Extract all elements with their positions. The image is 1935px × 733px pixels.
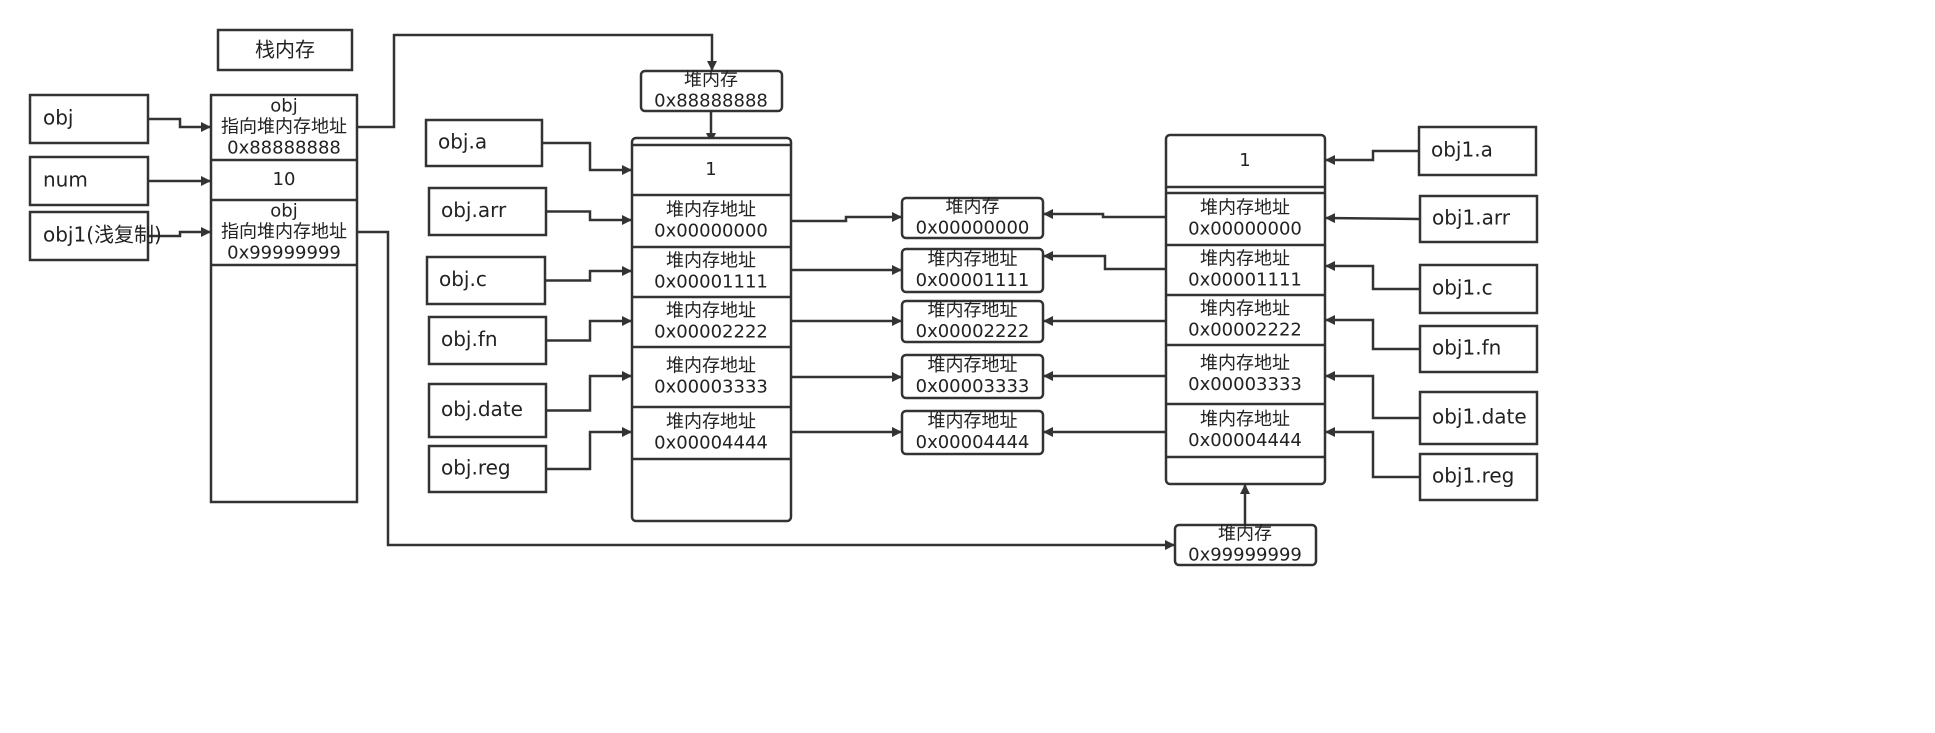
stack-row-text: 指向堆内存地址 <box>221 117 347 138</box>
obj1-prop-label: obj1.arr <box>1432 206 1511 230</box>
obj-prop-label: obj.reg <box>441 456 511 480</box>
heap-obj1-label: 0x99999999 <box>1188 545 1302 566</box>
heap-obj-cell: 0x00000000 <box>654 221 768 242</box>
shared-heap-text: 0x00003333 <box>916 376 1030 397</box>
stack-title: 栈内存 <box>255 38 315 62</box>
obj1-prop-label: obj1.a <box>1431 138 1493 162</box>
connector-arrow <box>1043 209 1166 219</box>
obj-prop-label: obj.fn <box>441 327 498 351</box>
heap-obj-label: 堆内存 <box>684 70 738 91</box>
obj-prop-box <box>424 118 544 168</box>
connector-arrow <box>148 117 211 132</box>
stack-row-text: 0x99999999 <box>227 243 341 264</box>
stack-var-box <box>28 210 150 262</box>
obj-prop-box <box>425 255 547 306</box>
connector-arrow <box>546 371 632 412</box>
connector-arrow <box>1325 261 1420 291</box>
stack-var-label: obj1(浅复制) <box>43 223 162 247</box>
heap-obj1-cell: 0x00000000 <box>1188 219 1302 240</box>
connector-arrow <box>357 230 1175 550</box>
shared-heap-text: 堆内存地址 <box>928 411 1018 432</box>
connector-arrow <box>546 316 632 342</box>
stack-row-text: 指向堆内存地址 <box>221 222 347 243</box>
obj-prop-label: obj.date <box>441 397 523 421</box>
obj1-prop-box <box>1418 324 1539 374</box>
obj-prop-box <box>427 444 548 494</box>
connector-arrow <box>1043 251 1166 271</box>
obj1-prop-box <box>1418 263 1539 315</box>
shared-heap-text: 堆内存地址 <box>928 355 1018 376</box>
stack-var-label: obj <box>43 106 74 130</box>
heap-obj-cell: 1 <box>705 159 716 180</box>
heap-obj-cell: 堆内存地址 <box>666 200 756 221</box>
shared-heap-text: 0x00004444 <box>916 432 1030 453</box>
connector-arrow <box>545 266 632 282</box>
heap-obj1-cell: 堆内存地址 <box>1200 198 1290 219</box>
stack-var-label: num <box>43 168 88 192</box>
stack-var-box <box>28 93 150 145</box>
heap-obj1-cell: 0x00001111 <box>1188 270 1302 291</box>
obj1-prop-label: obj1.c <box>1432 276 1493 300</box>
heap-obj1-cell: 0x00004444 <box>1188 430 1302 451</box>
heap-obj-cell: 堆内存地址 <box>666 356 756 377</box>
heap-obj-cell: 0x00004444 <box>654 433 768 454</box>
shared-heap-text: 0x00002222 <box>916 321 1030 342</box>
heap-obj-label: 0x88888888 <box>654 91 768 112</box>
connector-arrow <box>1325 427 1420 479</box>
heap-obj-panel <box>630 136 793 523</box>
heap-obj1-cell: 堆内存地址 <box>1200 299 1290 320</box>
stack-var-box <box>28 155 150 207</box>
heap-obj1-cell: 1 <box>1239 150 1250 171</box>
connector-arrow <box>1325 315 1420 351</box>
obj-prop-label: obj.c <box>439 267 487 291</box>
connector-arrow <box>148 227 211 238</box>
stack-row-text: 10 <box>273 169 296 190</box>
obj1-prop-label: obj1.reg <box>1432 464 1514 488</box>
diagram-shapes <box>28 28 1539 567</box>
stack-panel <box>209 93 359 504</box>
connector-arrow <box>1324 213 1421 224</box>
shared-heap-text: 堆内存 <box>946 197 1000 218</box>
heap-obj1-cell: 0x00003333 <box>1188 374 1302 395</box>
shared-heap-text: 0x00001111 <box>916 270 1030 291</box>
obj-prop-label: obj.a <box>438 130 487 154</box>
obj1-prop-box <box>1417 125 1538 177</box>
connector-arrow <box>357 33 717 129</box>
connector-arrow <box>791 212 902 223</box>
heap-obj-cell: 0x00003333 <box>654 377 768 398</box>
heap-obj-cell: 0x00002222 <box>654 322 768 343</box>
stack-title-box <box>216 28 354 72</box>
connector-arrow <box>1325 371 1420 420</box>
obj1-prop-label: obj1.fn <box>1432 336 1501 360</box>
connector-arrow <box>1325 149 1419 165</box>
connector-arrow <box>542 141 632 175</box>
stack-row-text: obj <box>270 201 297 222</box>
connector-arrow <box>546 427 632 471</box>
heap-obj1-cell: 堆内存地址 <box>1200 409 1290 430</box>
connector-arrow <box>546 210 632 225</box>
shared-heap-text: 堆内存地址 <box>928 249 1018 270</box>
heap-obj-cell: 堆内存地址 <box>666 251 756 272</box>
stack-row-text: obj <box>270 96 297 117</box>
heap-obj1-label: 堆内存 <box>1218 524 1272 545</box>
heap-obj-cell: 0x00001111 <box>654 272 768 293</box>
diagram-texts: 栈内存obj指向堆内存地址0x8888888810obj指向堆内存地址0x999… <box>43 38 1527 566</box>
stack-row-text: 0x88888888 <box>227 138 341 159</box>
shared-heap-text: 堆内存地址 <box>928 300 1018 321</box>
heap-obj1-cell: 堆内存地址 <box>1200 249 1290 270</box>
obj-prop-box <box>427 382 548 439</box>
obj-prop-label: obj.arr <box>441 198 507 222</box>
obj1-prop-label: obj1.date <box>1432 405 1527 429</box>
heap-obj-cell: 堆内存地址 <box>666 301 756 322</box>
shared-heap-text: 0x00000000 <box>916 218 1030 239</box>
heap-obj-cell: 堆内存地址 <box>666 412 756 433</box>
obj1-prop-box <box>1418 390 1539 446</box>
heap-obj1-cell: 堆内存地址 <box>1200 353 1290 374</box>
heap-obj1-cell: 0x00002222 <box>1188 320 1302 341</box>
